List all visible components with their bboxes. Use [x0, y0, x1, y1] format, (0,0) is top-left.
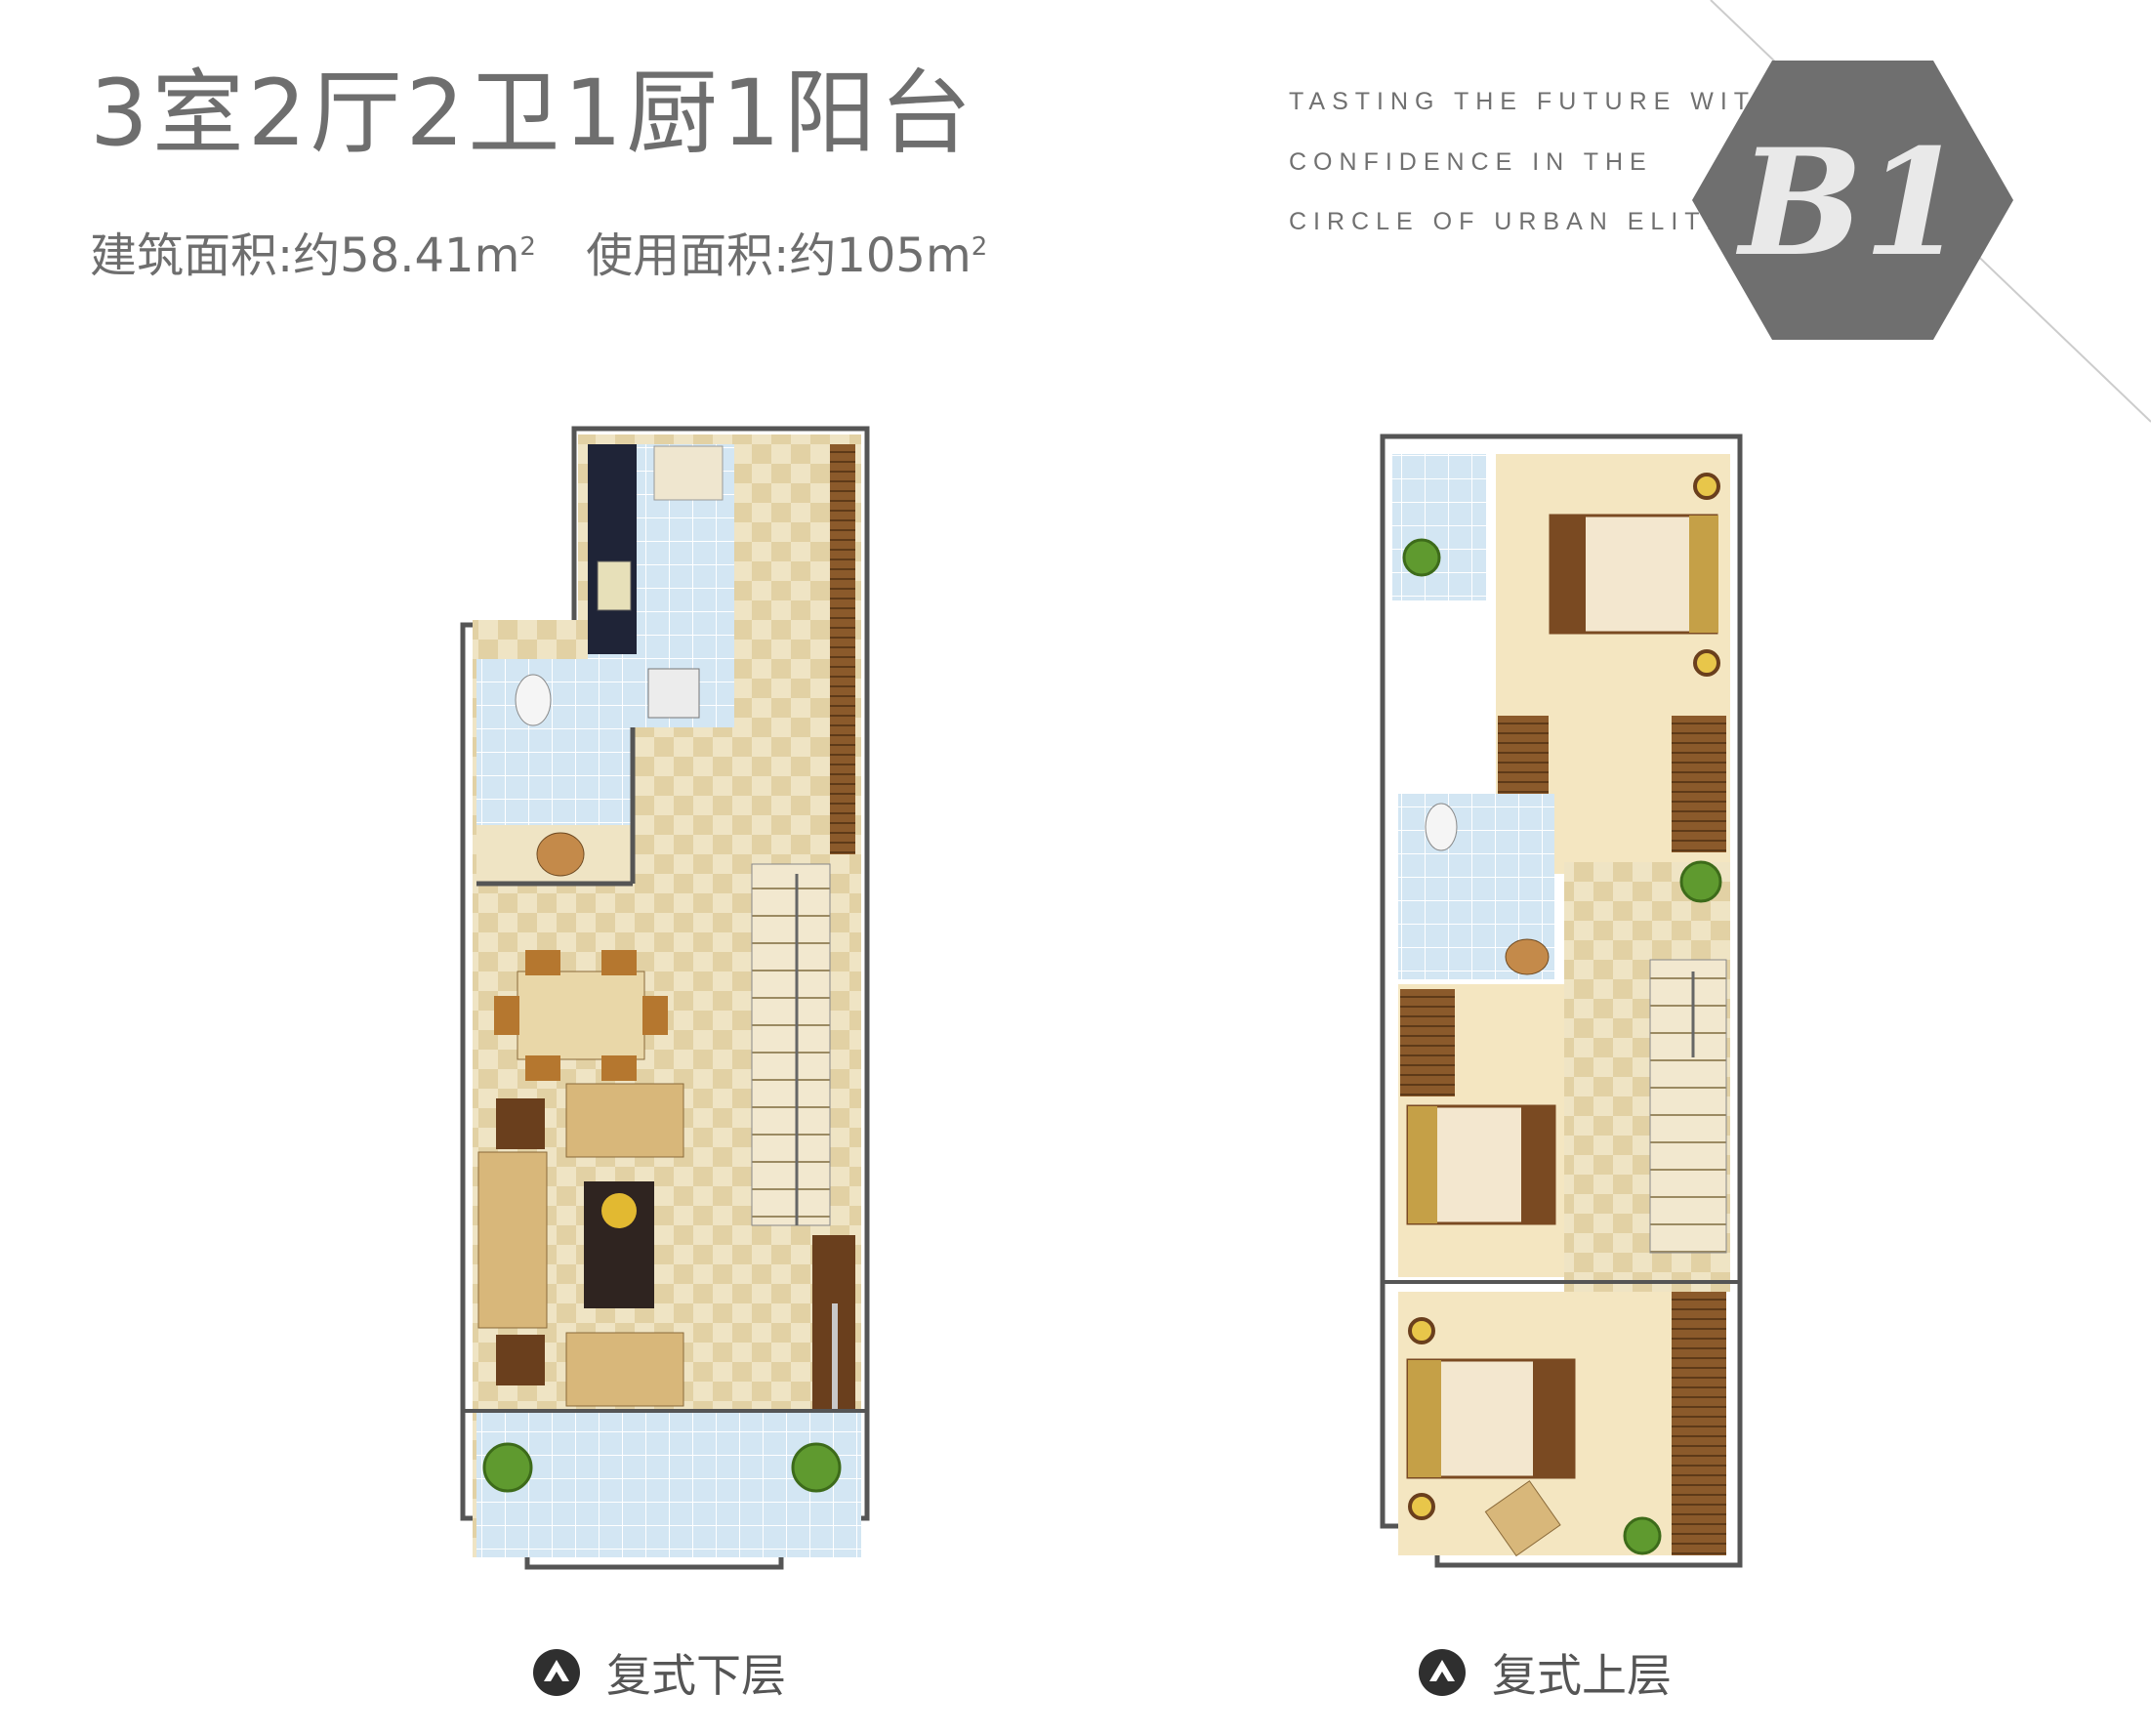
caption-lower-level: 复式下层 [532, 1640, 786, 1705]
building-area-text: 建筑面积:约58.41m [90, 228, 520, 283]
kitchen-counter [588, 444, 637, 654]
dining-chair [494, 996, 519, 1035]
dining-chair [525, 1055, 560, 1081]
building-area-unit-sup: 2 [519, 232, 536, 262]
usable-area: 使用面积:约105m2 [586, 228, 987, 283]
storage-cabinet [830, 444, 855, 854]
dining-chair [601, 1055, 637, 1081]
bed-headboard [1408, 1106, 1437, 1223]
caption-upper-text: 复式上层 [1492, 1649, 1672, 1702]
bed-headboard [1408, 1360, 1441, 1477]
usable-area-text: 使用面积:约105m [586, 228, 972, 283]
hexagon-badge [1692, 61, 2013, 340]
bed-cover [1521, 1106, 1554, 1223]
area-info: 建筑面积:约58.41m2 使用面积:约105m2 [90, 232, 1022, 279]
lounge-chair [1484, 1480, 1561, 1557]
badge-label: B1 [1735, 117, 1965, 289]
bed-cover [1533, 1360, 1574, 1477]
tagline-line-2: CONFIDENCE IN THE [1289, 148, 1653, 176]
page-title: 3室2厅2卫1厨1阳台 [90, 61, 976, 167]
toilet-icon [1425, 803, 1458, 851]
lamp-icon [1408, 1493, 1435, 1520]
plant-icon [1623, 1516, 1662, 1555]
armchair [565, 1332, 684, 1407]
caption-upper-level: 复式上层 [1418, 1640, 1672, 1705]
stove-icon [597, 560, 632, 611]
dining-chair [642, 996, 668, 1035]
sofa [477, 1151, 548, 1329]
side-table [496, 1335, 545, 1385]
wardrobe [1672, 1292, 1726, 1555]
washbasin-icon [1505, 938, 1550, 975]
plant-icon [482, 1442, 533, 1493]
dining-chair [525, 950, 560, 975]
usable-area-unit-sup: 2 [971, 232, 988, 262]
balcony-floor [476, 1411, 861, 1557]
sink-icon [647, 668, 700, 719]
plant-icon [791, 1442, 842, 1493]
flower-icon [601, 1193, 637, 1228]
plant-icon [1679, 860, 1722, 903]
lamp-icon [1693, 649, 1720, 677]
lamp-icon [1408, 1317, 1435, 1344]
upper-staircase [1649, 959, 1727, 1254]
up-arrow-icon [1419, 1649, 1466, 1696]
fridge-icon [653, 445, 724, 501]
wardrobe [1672, 716, 1726, 852]
plant-icon [1402, 538, 1441, 577]
dining-chair [601, 950, 637, 975]
bed-headboard [1689, 516, 1718, 633]
tagline-line-3: CIRCLE OF URBAN ELITES [1289, 208, 1753, 235]
tv-icon [832, 1303, 838, 1440]
tagline-line-1: TASTING THE FUTURE WITH [1289, 88, 1781, 115]
bed-cover [1551, 516, 1586, 633]
side-table [496, 1098, 545, 1149]
upper-floor-plan [1380, 434, 1743, 1568]
staircase [751, 863, 831, 1226]
lamp-icon [1693, 473, 1720, 500]
lower-floor-plan [460, 426, 870, 1570]
washbasin-icon [536, 832, 585, 877]
up-arrow-icon [533, 1649, 580, 1696]
dining-table [517, 971, 645, 1060]
caption-lower-text: 复式下层 [606, 1649, 786, 1702]
toilet-icon [515, 674, 552, 726]
building-area: 建筑面积:约58.41m2 [90, 228, 536, 283]
upper-balcony-floor [1392, 454, 1486, 600]
wardrobe [1400, 989, 1455, 1096]
armchair [565, 1083, 684, 1158]
